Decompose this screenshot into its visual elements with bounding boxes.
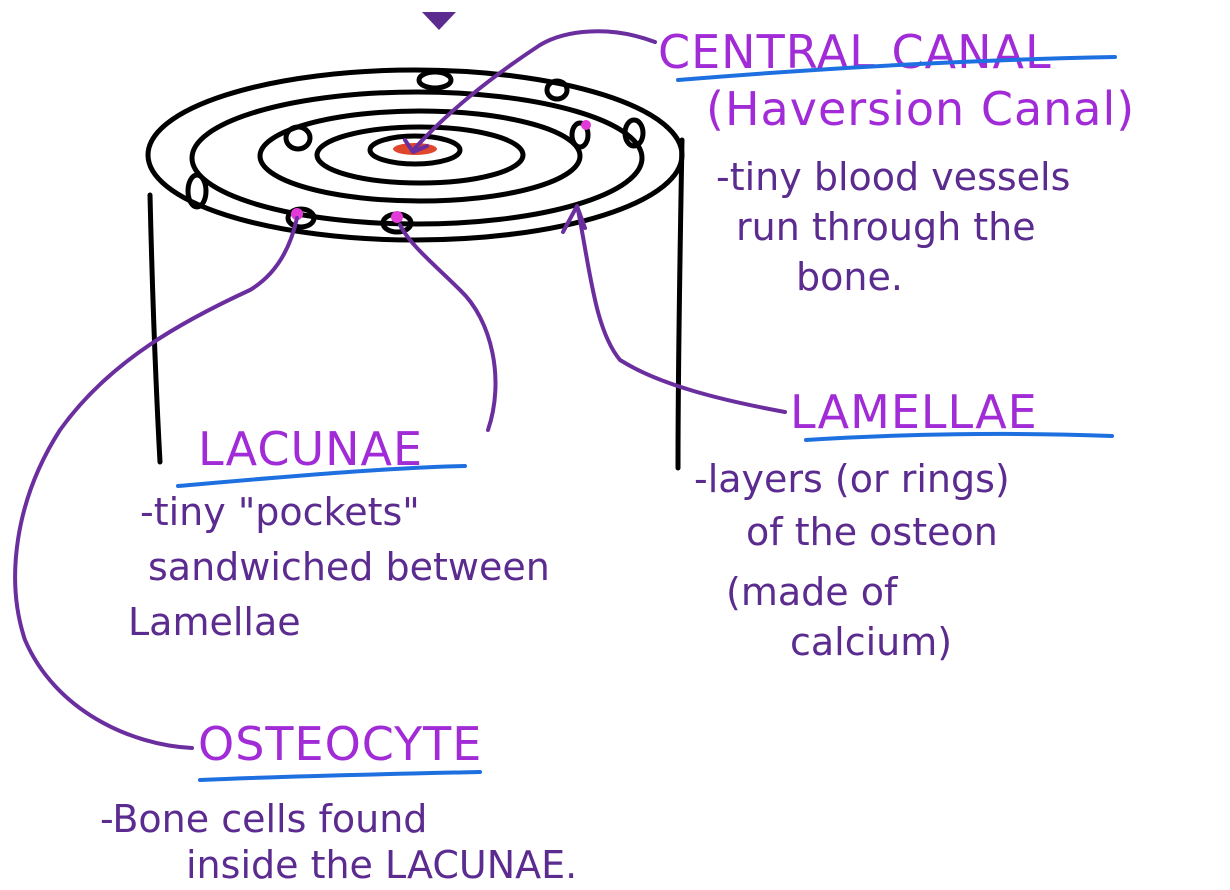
leader-lacunae (400, 225, 495, 430)
lacuna-pocket (419, 72, 451, 88)
osteocyte-note-2: inside the LACUNAE. (186, 843, 577, 887)
lamellae-note-2: of the osteon (746, 510, 998, 554)
lacunae-note-1: -tiny "pockets" (140, 490, 420, 534)
central-canal-note-1: -tiny blood vessels (716, 155, 1070, 199)
central-canal-subtitle: (Haversion Canal) (706, 82, 1135, 136)
osteocyte-title: OSTEOCYTE (198, 717, 482, 771)
label-central-canal: CENTRAL CANAL (Haversion Canal) -tiny bl… (658, 25, 1135, 299)
lacuna-pocket (286, 127, 310, 149)
central-canal-title: CENTRAL CANAL (658, 25, 1052, 79)
cylinder-left-wall (150, 195, 160, 462)
osteocyte-dot (391, 211, 403, 223)
cylinder-right-wall (678, 140, 682, 468)
leader-osteocyte (15, 218, 297, 748)
osteocyte-note-1: -Bone cells found (100, 797, 427, 841)
label-osteocyte: OSTEOCYTE -Bone cells found inside the L… (100, 717, 577, 887)
label-lamellae: LAMELLAE -layers (or rings) of the osteo… (694, 385, 1112, 664)
lacunae-note-2: sandwiched between (148, 545, 550, 589)
osteon-cylinder (148, 70, 682, 468)
label-lacunae: LACUNAE -tiny "pockets" sandwiched betwe… (128, 422, 550, 644)
lamellae-note-3: (made of (726, 570, 899, 614)
lamellae-title: LAMELLAE (790, 385, 1038, 439)
osteocyte-dot (581, 120, 591, 130)
lamellae-note-4: calcium) (790, 620, 952, 664)
lacunae-note-3: Lamellae (128, 600, 301, 644)
lamellae-note-1: -layers (or rings) (694, 457, 1010, 501)
central-canal-note-3: bone. (796, 255, 903, 299)
osteocyte-underline (200, 772, 480, 780)
top-arrowhead (422, 12, 456, 30)
central-canal-note-2: run through the (736, 205, 1036, 249)
